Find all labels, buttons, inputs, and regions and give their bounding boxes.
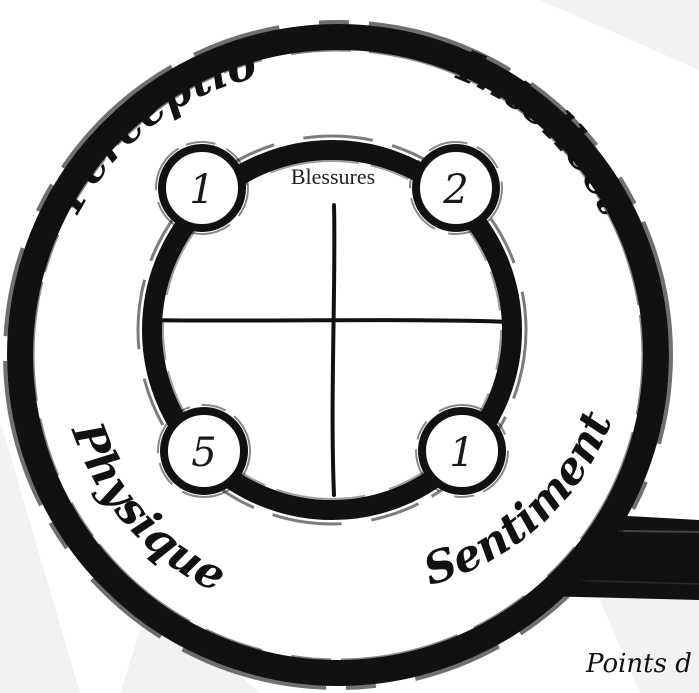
perception-value: 1 [189, 167, 214, 213]
physique-value: 5 [191, 430, 216, 476]
wounds-title: Blessures [291, 164, 375, 189]
points-label: Points d [585, 649, 692, 679]
intellect-value: 2 [442, 167, 468, 213]
sentiments-value: 1 [449, 430, 474, 476]
physique-badge: 5 [158, 405, 250, 497]
